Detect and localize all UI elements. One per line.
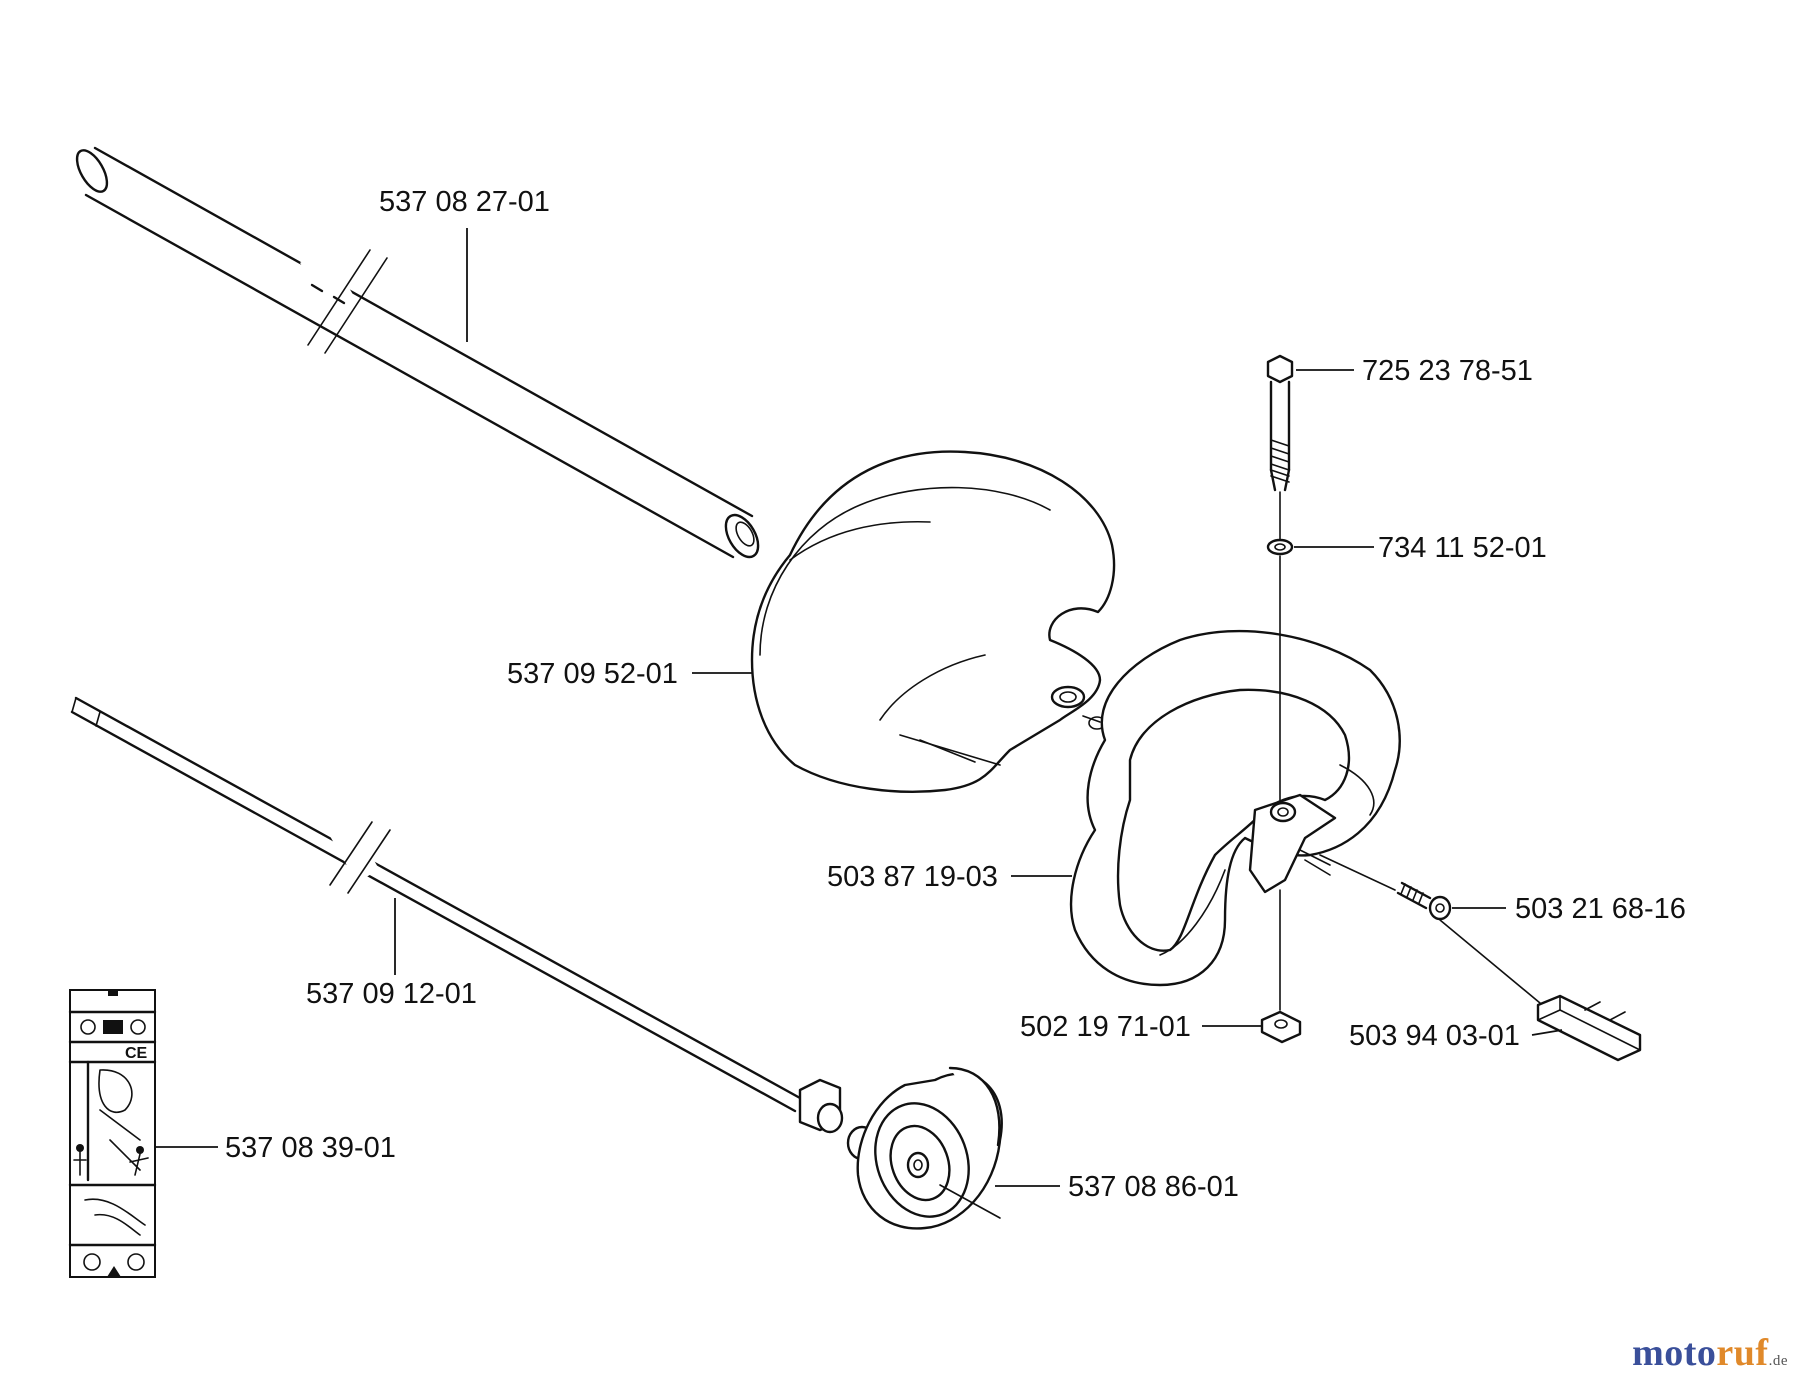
part-label-shaft-tube: 537 08 27-01 — [379, 186, 550, 218]
watermark-part-b: ruf — [1716, 1332, 1769, 1374]
part-label-washer: 734 11 52-01 — [1378, 532, 1547, 564]
part-label-handle: 503 87 19-03 — [827, 861, 998, 893]
part-label-guard: 537 09 52-01 — [507, 658, 678, 690]
watermark-suffix: .de — [1768, 1353, 1788, 1369]
part-label-drive-shaft: 537 09 12-01 — [306, 978, 477, 1010]
part-label-decal: 537 08 39-01 — [225, 1132, 396, 1164]
part-label-bolt: 725 23 78-51 — [1362, 355, 1533, 387]
leader-lines — [155, 228, 1563, 1187]
watermark-part-a: moto — [1632, 1332, 1717, 1374]
spacer-drawing — [1439, 919, 1642, 1062]
drive-shaft-drawing — [70, 696, 802, 1113]
bolt-drawing — [1266, 354, 1294, 541]
screw-drawing — [1319, 854, 1452, 921]
shaft-tube-drawing — [75, 146, 760, 559]
part-label-nut: 502 19 71-01 — [1020, 1011, 1191, 1043]
decal-ce-mark: CE — [125, 1045, 148, 1062]
watermark-logo: motoruf.de — [1632, 1331, 1788, 1375]
part-label-bearing-housing: 537 08 86-01 — [1068, 1171, 1239, 1203]
bearing-housing-drawing — [798, 1066, 1003, 1230]
guard-drawing — [750, 450, 1116, 793]
part-label-spacer: 503 94 03-01 — [1349, 1020, 1520, 1052]
nut-drawing — [1260, 889, 1302, 1044]
decal-drawing: CE — [68, 989, 157, 1278]
part-label-screw: 503 21 68-16 — [1515, 893, 1686, 925]
part-labels: 537 08 27-01 725 23 78-51 734 11 52-01 5… — [225, 186, 1686, 1203]
handle-drawing — [1069, 629, 1401, 987]
washer-drawing — [1266, 538, 1294, 801]
